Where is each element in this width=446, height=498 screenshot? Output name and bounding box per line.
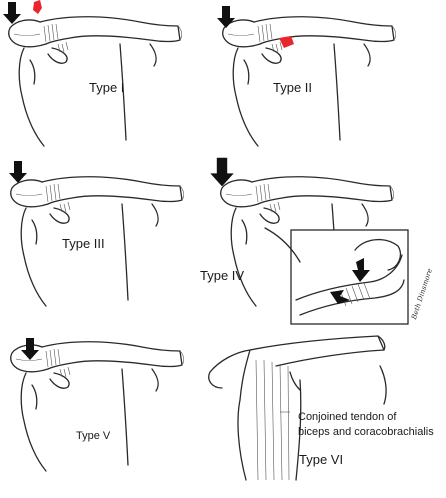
type-2-label: Type II (273, 80, 313, 95)
downward-arrow-icon (21, 338, 39, 360)
type-3-label: Type III (62, 236, 105, 251)
type-4-label: Type IV (200, 268, 245, 283)
conjoined-tendon-caption-line1: Conjoined tendon of (298, 411, 397, 423)
type-2-drawing (217, 6, 397, 147)
downward-arrow-icon (9, 161, 27, 183)
type-6-drawing (208, 335, 387, 481)
type-5-label: Type V (76, 430, 111, 442)
conjoined-tendon-caption-line2: biceps and coracobrachialis (298, 426, 434, 438)
downward-arrow-icon (3, 2, 21, 24)
type-3-drawing (9, 161, 185, 307)
type-5-drawing (10, 338, 185, 472)
type-6-label: Type VI (299, 452, 344, 467)
red-tear-icon (33, 0, 42, 14)
type-1-drawing (3, 0, 183, 147)
type-4-inset (290, 229, 409, 325)
type-1-label: Type I (89, 80, 125, 95)
red-tear-icon (279, 36, 294, 48)
downward-arrow-icon (217, 6, 235, 28)
type-4-drawing (210, 157, 409, 325)
